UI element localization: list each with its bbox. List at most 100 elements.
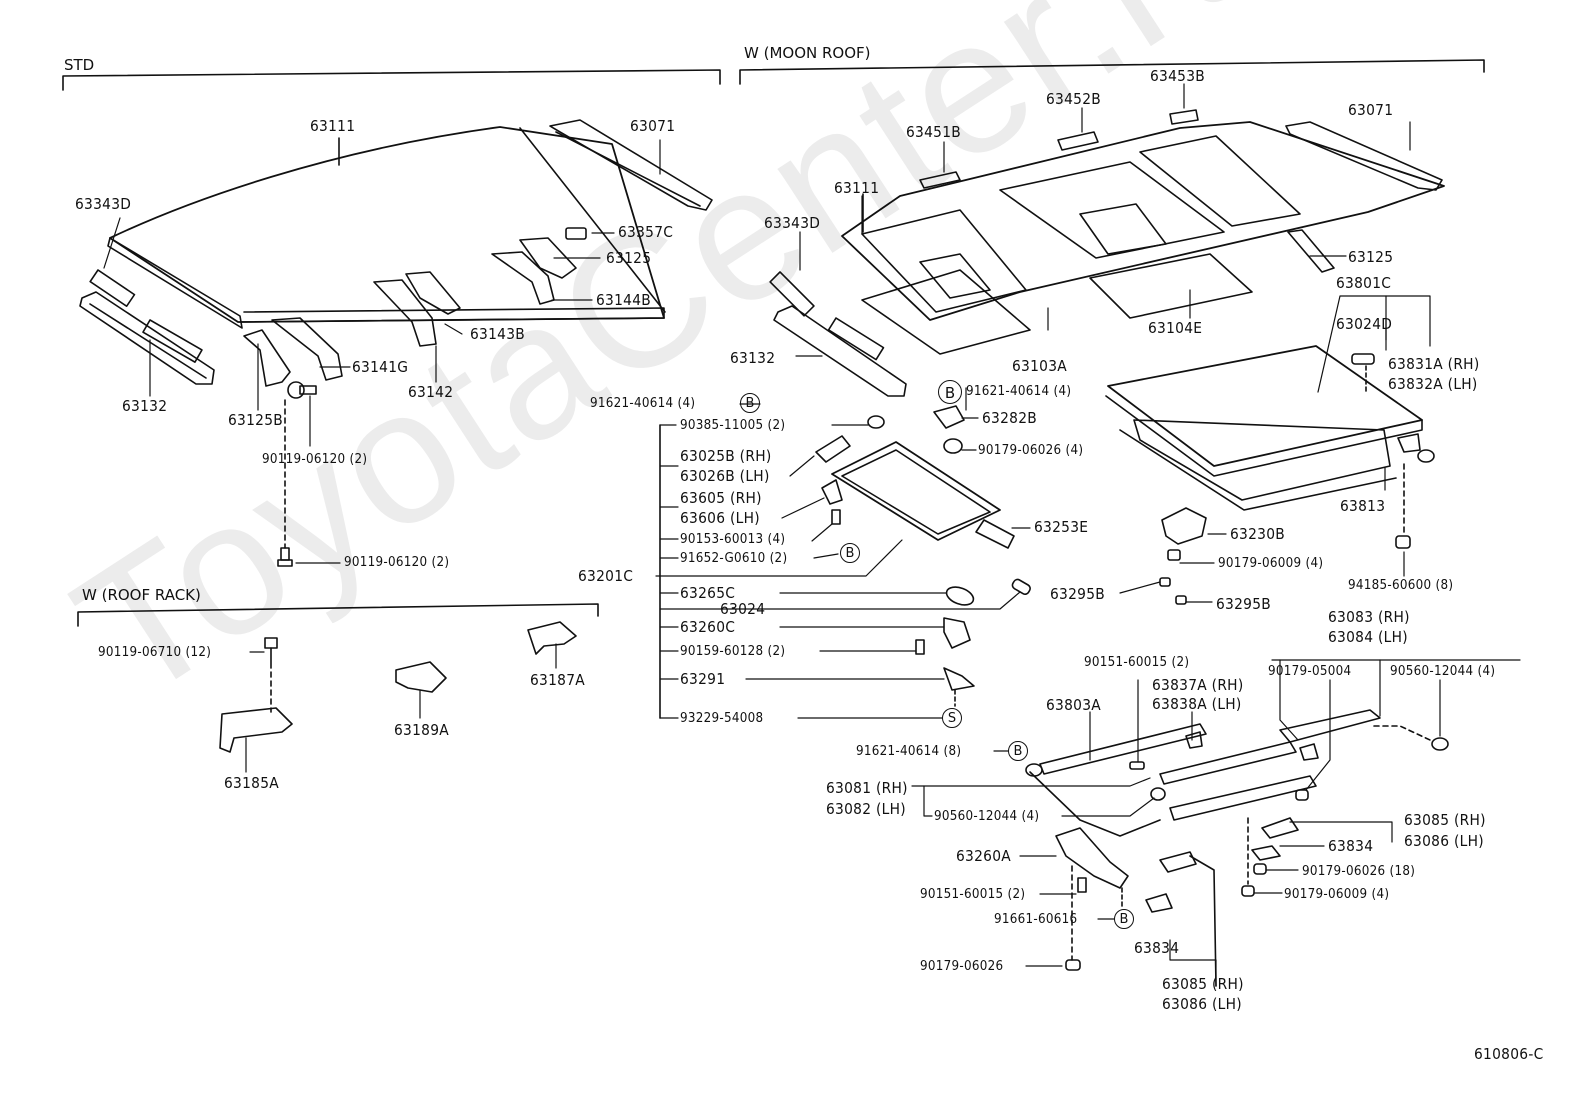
sunroof-glass-shape: [1105, 345, 1423, 511]
part-label[interactable]: 90179-06026: [920, 959, 1004, 974]
part-label[interactable]: 63357C: [618, 223, 674, 241]
part-label[interactable]: 63141G: [352, 358, 409, 376]
part-label[interactable]: 63144B: [596, 291, 652, 309]
part-label[interactable]: 63083 (RH): [1328, 608, 1410, 626]
part-label[interactable]: 63282B: [982, 409, 1038, 427]
part-label[interactable]: 63142: [408, 383, 454, 401]
part-label[interactable]: 94185-60600 (8): [1348, 578, 1454, 593]
section-roof-rack-label: W (ROOF RACK): [82, 586, 201, 604]
part-label[interactable]: 90179-06009 (4): [1284, 887, 1390, 902]
symbol-b-circle: B: [1114, 909, 1134, 929]
glass-hardware-shapes: [815, 405, 1031, 707]
part-label[interactable]: 90119-06120 (2): [344, 555, 450, 570]
std-bows-shapes: [243, 227, 587, 387]
part-label[interactable]: 63253E: [1034, 518, 1089, 536]
part-label[interactable]: 63071: [630, 117, 676, 135]
part-label[interactable]: 91621-40614 (8): [856, 744, 962, 759]
part-label[interactable]: 63837A (RH): [1152, 676, 1244, 694]
part-label[interactable]: 63201C: [578, 567, 634, 585]
part-label[interactable]: 90179-06026 (18): [1302, 864, 1416, 879]
glass-list-item[interactable]: 63260C: [680, 618, 736, 636]
part-label[interactable]: 91621-40614 (4): [966, 384, 1072, 399]
part-label[interactable]: 90151-60015 (2): [1084, 655, 1190, 670]
part-label[interactable]: 63453B: [1150, 67, 1206, 85]
moon-roof-small-brackets: [919, 109, 1199, 189]
part-label[interactable]: 63801C: [1336, 274, 1392, 292]
part-label[interactable]: 63295B: [1216, 595, 1272, 613]
part-label[interactable]: 63111: [310, 117, 356, 135]
part-label[interactable]: 63189A: [394, 721, 449, 739]
std-roof-panel-shape: [107, 126, 666, 329]
drain-shape: [1159, 507, 1207, 605]
part-label[interactable]: 63143B: [470, 325, 526, 343]
part-label[interactable]: 63111: [834, 179, 880, 197]
symbol-b-circle: B: [840, 543, 860, 563]
moon-roof-panel-shape: [841, 121, 1445, 321]
part-label[interactable]: 63081 (RH): [826, 779, 908, 797]
std-front-bracket-shape: [89, 269, 136, 308]
part-label[interactable]: 63260A: [956, 847, 1011, 865]
part-label[interactable]: 63103A: [1012, 357, 1067, 375]
glass-list-item[interactable]: 91652-G0610 (2): [680, 551, 788, 566]
part-label[interactable]: 63452B: [1046, 90, 1102, 108]
symbol-b-circle: B: [938, 380, 962, 404]
moon-roof-frames-shape: [861, 229, 1335, 355]
glass-list-item[interactable]: 63026B (LH): [680, 467, 770, 485]
part-label[interactable]: 63104E: [1148, 319, 1203, 337]
part-label[interactable]: 63132: [122, 397, 168, 415]
glass-list-item[interactable]: 90159-60128 (2): [680, 644, 786, 659]
section-std-label: STD: [64, 56, 95, 74]
part-label[interactable]: 63125: [606, 249, 652, 267]
part-label[interactable]: 63295B: [1050, 585, 1106, 603]
glass-list-item[interactable]: 93229-54008: [680, 711, 764, 726]
part-label[interactable]: 90560-12044 (4): [1390, 664, 1496, 679]
part-label[interactable]: 63832A (LH): [1388, 375, 1478, 393]
part-label[interactable]: 63085 (RH): [1162, 975, 1244, 993]
part-label[interactable]: 63803A: [1046, 696, 1101, 714]
part-label[interactable]: 63086 (LH): [1162, 995, 1242, 1013]
part-label[interactable]: 90179-05004: [1268, 664, 1352, 679]
part-label[interactable]: 63086 (LH): [1404, 832, 1484, 850]
part-label[interactable]: 90179-06009 (4): [1218, 556, 1324, 571]
part-label[interactable]: 63185A: [224, 774, 279, 792]
part-label[interactable]: 91621-40614 (4): [590, 396, 696, 411]
part-label[interactable]: 90560-12044 (4): [934, 809, 1040, 824]
part-label[interactable]: 63343D: [75, 195, 132, 213]
part-label[interactable]: 63834: [1328, 837, 1374, 855]
part-label[interactable]: 63451B: [906, 123, 962, 141]
glass-list-item[interactable]: 63024: [720, 600, 766, 618]
part-label[interactable]: 63084 (LH): [1328, 628, 1408, 646]
part-label[interactable]: 63071: [1348, 101, 1394, 119]
part-label[interactable]: 63132: [730, 349, 776, 367]
part-label[interactable]: 91661-60616: [994, 912, 1078, 927]
part-label[interactable]: 90119-06710 (12): [98, 645, 212, 660]
glass-list-item[interactable]: 63606 (LH): [680, 509, 760, 527]
part-label[interactable]: 63343D: [764, 214, 821, 232]
glass-list-item[interactable]: 63291: [680, 670, 726, 688]
part-label[interactable]: 63082 (LH): [826, 800, 906, 818]
part-label[interactable]: 63187A: [530, 671, 585, 689]
leader-lines: [103, 83, 1521, 987]
part-label[interactable]: 63834: [1134, 939, 1180, 957]
part-label[interactable]: 63085 (RH): [1404, 811, 1486, 829]
glass-list-item[interactable]: 63605 (RH): [680, 489, 762, 507]
part-label[interactable]: 63831A (RH): [1388, 355, 1480, 373]
sliding-glass-assy-shape: [831, 441, 1015, 549]
section-moon-roof-label: W (MOON ROOF): [744, 44, 871, 62]
glass-list-item[interactable]: 63025B (RH): [680, 447, 772, 465]
part-label[interactable]: 63125: [1348, 248, 1394, 266]
part-label[interactable]: 63838A (LH): [1152, 695, 1242, 713]
glass-guide-shape: [1395, 433, 1435, 549]
part-label[interactable]: 63125B: [228, 411, 284, 429]
part-label[interactable]: 90119-06120 (2): [262, 452, 368, 467]
part-label[interactable]: 90151-60015 (2): [920, 887, 1026, 902]
part-label[interactable]: 63024D: [1336, 315, 1393, 333]
glass-list-item[interactable]: 90385-11005 (2): [680, 418, 786, 433]
part-label[interactable]: 63813: [1340, 497, 1386, 515]
glass-list-item[interactable]: 63265C: [680, 584, 736, 602]
part-label[interactable]: 63230B: [1230, 525, 1286, 543]
glass-list-item[interactable]: 90153-60013 (4): [680, 532, 786, 547]
part-label[interactable]: 90179-06026 (4): [978, 443, 1084, 458]
